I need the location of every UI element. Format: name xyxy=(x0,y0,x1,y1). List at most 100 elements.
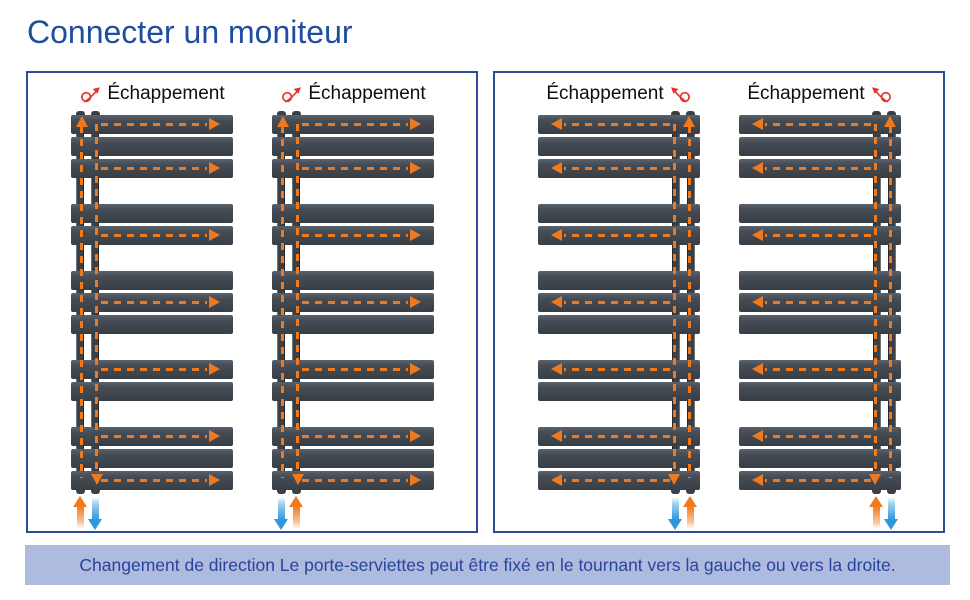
exhaust-label: Échappement xyxy=(546,83,664,104)
towel-rail-left-oriented: Échappement Échappement xyxy=(26,71,478,533)
towel-bar xyxy=(71,449,233,468)
up-arrowhead xyxy=(289,496,303,507)
flow-arrowhead xyxy=(209,363,220,375)
riser-flow-line-down xyxy=(296,124,299,474)
flow-dash-line xyxy=(564,123,670,126)
flow-arrowhead xyxy=(209,296,220,308)
flow-dash-line xyxy=(302,301,408,304)
flow-arrowhead-down xyxy=(869,474,882,485)
flow-arrowhead xyxy=(551,229,562,241)
flow-arrowhead xyxy=(551,363,562,375)
up-arrowhead xyxy=(869,496,883,507)
pipe-cap xyxy=(76,489,85,494)
connection-arrows xyxy=(739,496,901,530)
flow-dash-line xyxy=(564,435,670,438)
flow-dash-line xyxy=(765,301,871,304)
exhaust-label-row: Échappement xyxy=(71,81,233,107)
towel-bar xyxy=(71,382,233,401)
flow-arrowhead xyxy=(209,118,220,130)
radiator-body xyxy=(739,111,901,494)
flow-dash-line xyxy=(765,479,871,482)
riser-flow-line-down xyxy=(673,124,676,474)
flow-arrowhead-up xyxy=(75,116,88,127)
hot-inlet-up-arrow xyxy=(869,496,883,530)
exhaust-label-row: Échappement xyxy=(538,81,700,107)
towel-radiator: Échappement xyxy=(272,81,434,530)
flow-arrowhead xyxy=(551,474,562,486)
rotate-up-right-icon xyxy=(280,84,303,105)
towel-bar xyxy=(71,271,233,290)
cold-outlet-down-arrow xyxy=(884,496,898,530)
cold-outlet-down-arrow xyxy=(88,496,102,530)
pipe-cap xyxy=(292,111,301,116)
arrow-shaft xyxy=(872,506,880,529)
arrow-shaft xyxy=(671,497,679,520)
flow-dash-line xyxy=(564,479,670,482)
flow-dash-line xyxy=(302,167,408,170)
flow-arrowhead xyxy=(752,474,763,486)
down-arrowhead xyxy=(88,519,102,530)
arrow-shaft xyxy=(686,506,694,529)
flow-arrowhead xyxy=(752,229,763,241)
flow-arrowhead xyxy=(752,162,763,174)
exhaust-label: Échappement xyxy=(308,83,426,104)
arrow-shaft xyxy=(887,497,895,520)
towel-bar xyxy=(272,137,434,156)
exhaust-label: Échappement xyxy=(747,83,865,104)
towel-bar xyxy=(71,137,233,156)
towel-bar xyxy=(71,204,233,223)
towel-bar xyxy=(272,382,434,401)
flow-arrowhead xyxy=(209,229,220,241)
flow-arrowhead xyxy=(752,296,763,308)
flow-arrowhead-down xyxy=(291,474,304,485)
towel-radiator: Échappement xyxy=(739,81,901,530)
radiator-body xyxy=(71,111,233,494)
exhaust-label: Échappement xyxy=(107,83,225,104)
flow-dash-line xyxy=(765,167,871,170)
cold-outlet-down-arrow xyxy=(668,496,682,530)
arrow-shaft xyxy=(277,497,285,520)
hot-inlet-up-arrow xyxy=(683,496,697,530)
pipe-cap xyxy=(91,489,100,494)
flow-arrowhead xyxy=(209,162,220,174)
flow-arrowhead xyxy=(209,430,220,442)
flow-arrowhead xyxy=(410,363,421,375)
flow-dash-line xyxy=(302,368,408,371)
flow-arrowhead xyxy=(551,430,562,442)
flow-dash-line xyxy=(101,479,207,482)
riser-flow-line-up xyxy=(80,126,83,478)
towel-radiator: Échappement xyxy=(538,81,700,530)
flow-dash-line xyxy=(101,234,207,237)
rotate-up-left-icon xyxy=(870,84,893,105)
arrow-shaft xyxy=(76,506,84,529)
towel-bar xyxy=(272,204,434,223)
pipe-cap xyxy=(277,489,286,494)
towel-bar xyxy=(272,271,434,290)
flow-arrowhead xyxy=(410,430,421,442)
flow-dash-line xyxy=(101,368,207,371)
flow-dash-line xyxy=(564,301,670,304)
flow-arrowhead-up xyxy=(884,116,897,127)
up-arrowhead xyxy=(73,496,87,507)
flow-arrowhead xyxy=(410,474,421,486)
exhaust-label-row: Échappement xyxy=(739,81,901,107)
connection-arrows xyxy=(538,496,700,530)
connection-arrows xyxy=(272,496,434,530)
flow-dash-line xyxy=(101,167,207,170)
towel-bar xyxy=(272,315,434,334)
flow-arrowhead xyxy=(752,430,763,442)
flow-dash-line xyxy=(302,234,408,237)
flow-arrowhead xyxy=(209,474,220,486)
flow-dash-line xyxy=(302,435,408,438)
towel-bar xyxy=(272,449,434,468)
riser-flow-line-up xyxy=(281,126,284,478)
flow-arrowhead-up xyxy=(683,116,696,127)
flow-dash-line xyxy=(564,167,670,170)
caption-text: Changement de direction Le porte-serviet… xyxy=(79,554,896,575)
flow-arrowhead xyxy=(410,296,421,308)
flow-arrowhead xyxy=(551,118,562,130)
flow-dash-line xyxy=(101,123,207,126)
flow-arrowhead xyxy=(551,162,562,174)
flow-dash-line xyxy=(302,479,408,482)
